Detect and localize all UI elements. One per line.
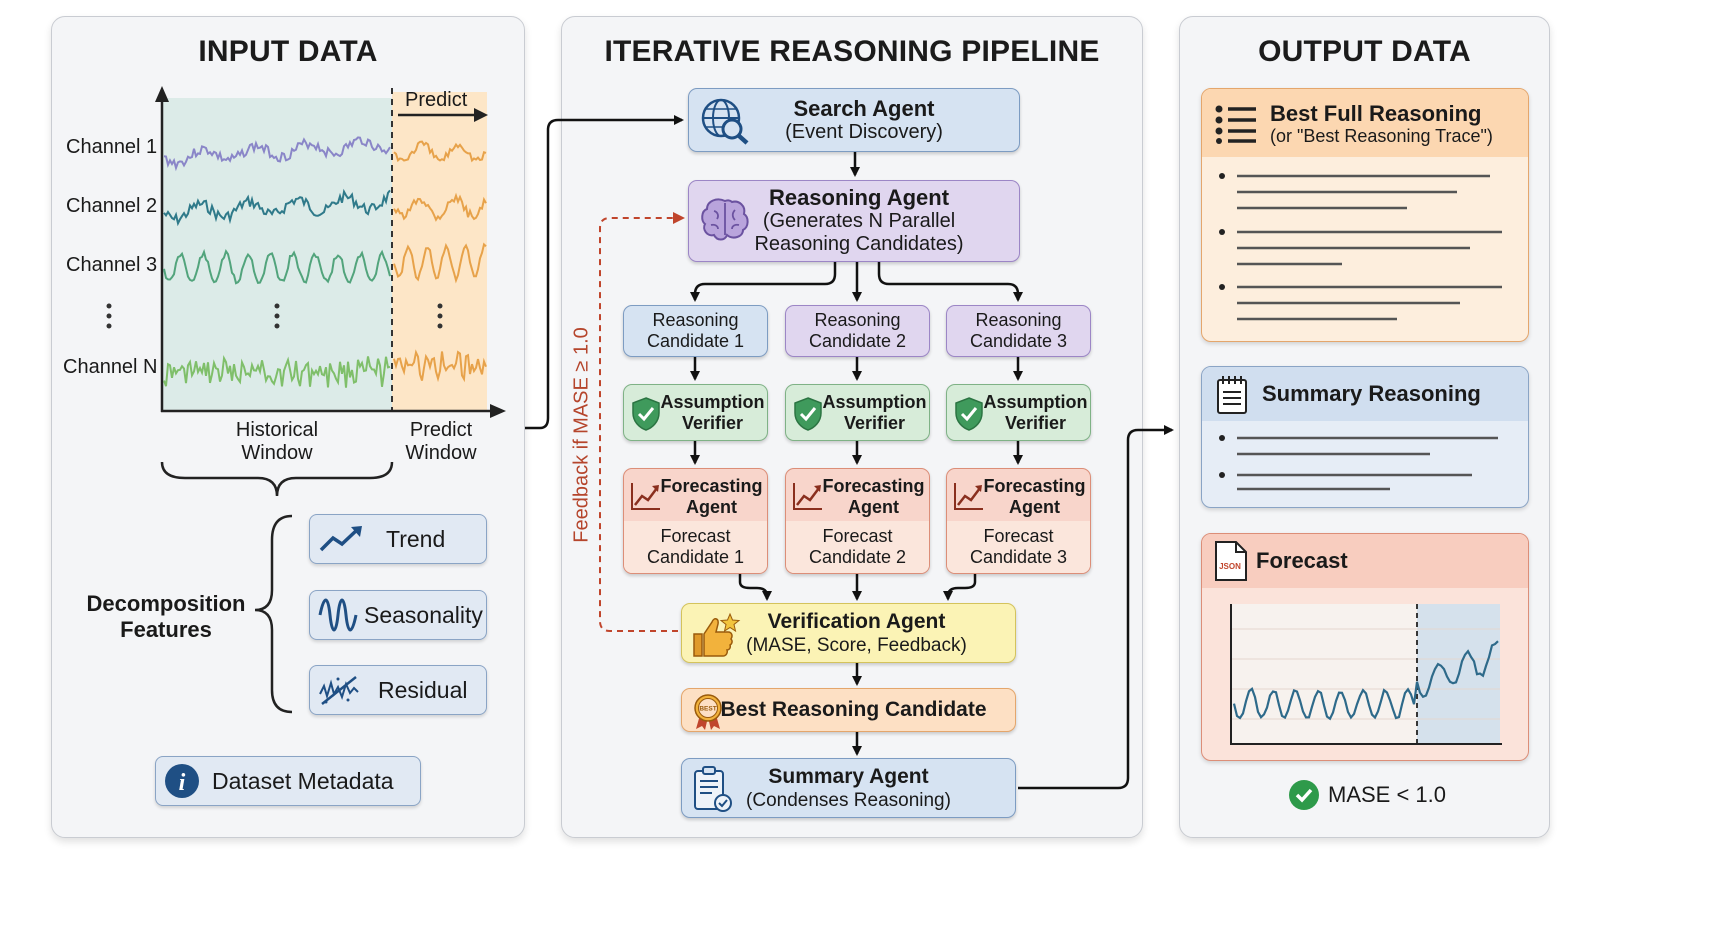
reasoning-agent-title: Reasoning Agent [768, 185, 950, 210]
channel-3-label: Channel 3 [66, 254, 158, 276]
summary-reasoning-card: Summary Reasoning [1201, 366, 1529, 508]
reasoning-candidate-1: Reasoning Candidate 1 [623, 305, 768, 357]
input-data-title: INPUT DATA [198, 35, 378, 68]
notepad-icon [1217, 376, 1247, 414]
best-reasoning-title: Best Reasoning Candidate [720, 698, 987, 721]
thumbs-up-star-icon [693, 612, 741, 657]
brain-icon [701, 198, 749, 241]
shield-check-icon [955, 397, 983, 431]
predict-window-label: Predict Window [405, 419, 477, 464]
output-data-title: OUTPUT DATA [1258, 35, 1471, 68]
forecasting-agent-2: Forecasting Agent Forecast Candidate 2 [785, 468, 930, 574]
mase-label: MASE < 1.0 [1328, 782, 1447, 807]
channel-n-label: Channel N [63, 356, 158, 378]
reasoning-agent-box: Reasoning Agent (Generates N Parallel Re… [688, 180, 1020, 262]
verification-agent-box: Verification Agent (MASE, Score, Feedbac… [681, 603, 1016, 663]
pipeline-title: ITERATIVE REASONING PIPELINE [604, 35, 1100, 68]
verification-agent-sub: (MASE, Score, Feedback) [746, 634, 967, 656]
summary-reasoning-lines [1219, 435, 1498, 491]
globe-search-icon [701, 98, 749, 145]
json-icon-text: JSON [1219, 562, 1241, 571]
best-reasoning-candidate-box: BEST Best Reasoning Candidate [681, 688, 1016, 732]
channel-1-label: Channel 1 [66, 136, 158, 158]
assumption-verifier-2: Assumption Verifier [785, 384, 930, 441]
reasoning-agent-sub1: (Generates N Parallel [762, 210, 956, 232]
best-full-reasoning-sub: (or "Best Reasoning Trace") [1270, 126, 1493, 146]
summary-agent-title: Summary Agent [768, 764, 929, 788]
predict-label: Predict [405, 89, 468, 111]
search-agent-sub: (Event Discovery) [785, 120, 943, 143]
shield-check-icon [794, 397, 822, 431]
summary-reasoning-title: Summary Reasoning [1262, 381, 1481, 406]
historical-window-label: Historical Window [235, 419, 319, 464]
residual-icon [319, 676, 359, 705]
forecast-mini-chart [1230, 604, 1502, 745]
best-full-reasoning-lines [1219, 173, 1502, 321]
shield-check-icon [632, 397, 660, 431]
assumption-verifier-1: Assumption Verifier [623, 384, 768, 441]
list-icon [1215, 105, 1256, 144]
decomposition-features-label: Decomposition Features [86, 591, 246, 642]
svg-text:i: i [179, 770, 186, 796]
forecasting-agent-1: Forecasting Agent Forecast Candidate 1 [623, 468, 768, 574]
trend-icon [319, 526, 362, 552]
assumption-verifier-3: Assumption Verifier [946, 384, 1091, 441]
reasoning-candidate-3: Reasoning Candidate 3 [946, 305, 1091, 357]
chart-up-icon [954, 483, 983, 510]
channel-2-label: Channel 2 [66, 195, 158, 217]
mase-result: MASE < 1.0 [1288, 779, 1446, 811]
chart-up-icon [793, 483, 822, 510]
best-full-reasoning-card: Best Full Reasoning (or "Best Reasoning … [1201, 88, 1529, 342]
forecast-card: JSON Forecast [1201, 533, 1529, 761]
residual-feature: Residual [309, 665, 487, 715]
search-agent-title: Search Agent [793, 95, 935, 121]
search-agent-box: Search Agent (Event Discovery) [688, 88, 1020, 152]
badge-text: BEST [699, 706, 716, 713]
forecast-title: Forecast [1256, 548, 1348, 573]
chart-up-icon [631, 483, 660, 510]
summary-agent-sub: (Condenses Reasoning) [746, 789, 951, 811]
forecasting-agent-3: Forecasting Agent Forecast Candidate 3 [946, 468, 1091, 574]
seasonality-feature: Seasonality [309, 590, 487, 640]
reasoning-agent-sub2: Reasoning Candidates) [754, 233, 964, 255]
json-file-icon: JSON [1215, 541, 1247, 581]
seasonality-icon [318, 598, 358, 632]
dataset-metadata-box: i Dataset Metadata [155, 756, 421, 806]
verification-agent-title: Verification Agent [767, 609, 946, 633]
summary-agent-box: Summary Agent (Condenses Reasoning) [681, 758, 1016, 818]
feedback-label: Feedback if MASE ≥ 1.0 [570, 327, 593, 543]
reasoning-candidate-2: Reasoning Candidate 2 [785, 305, 930, 357]
clipboard-check-icon [694, 766, 732, 812]
best-full-reasoning-title: Best Full Reasoning [1270, 101, 1482, 126]
trend-feature: Trend [309, 514, 487, 564]
award-badge-icon: BEST [694, 694, 722, 730]
info-icon: i [165, 764, 199, 798]
check-circle-icon [1289, 780, 1319, 810]
